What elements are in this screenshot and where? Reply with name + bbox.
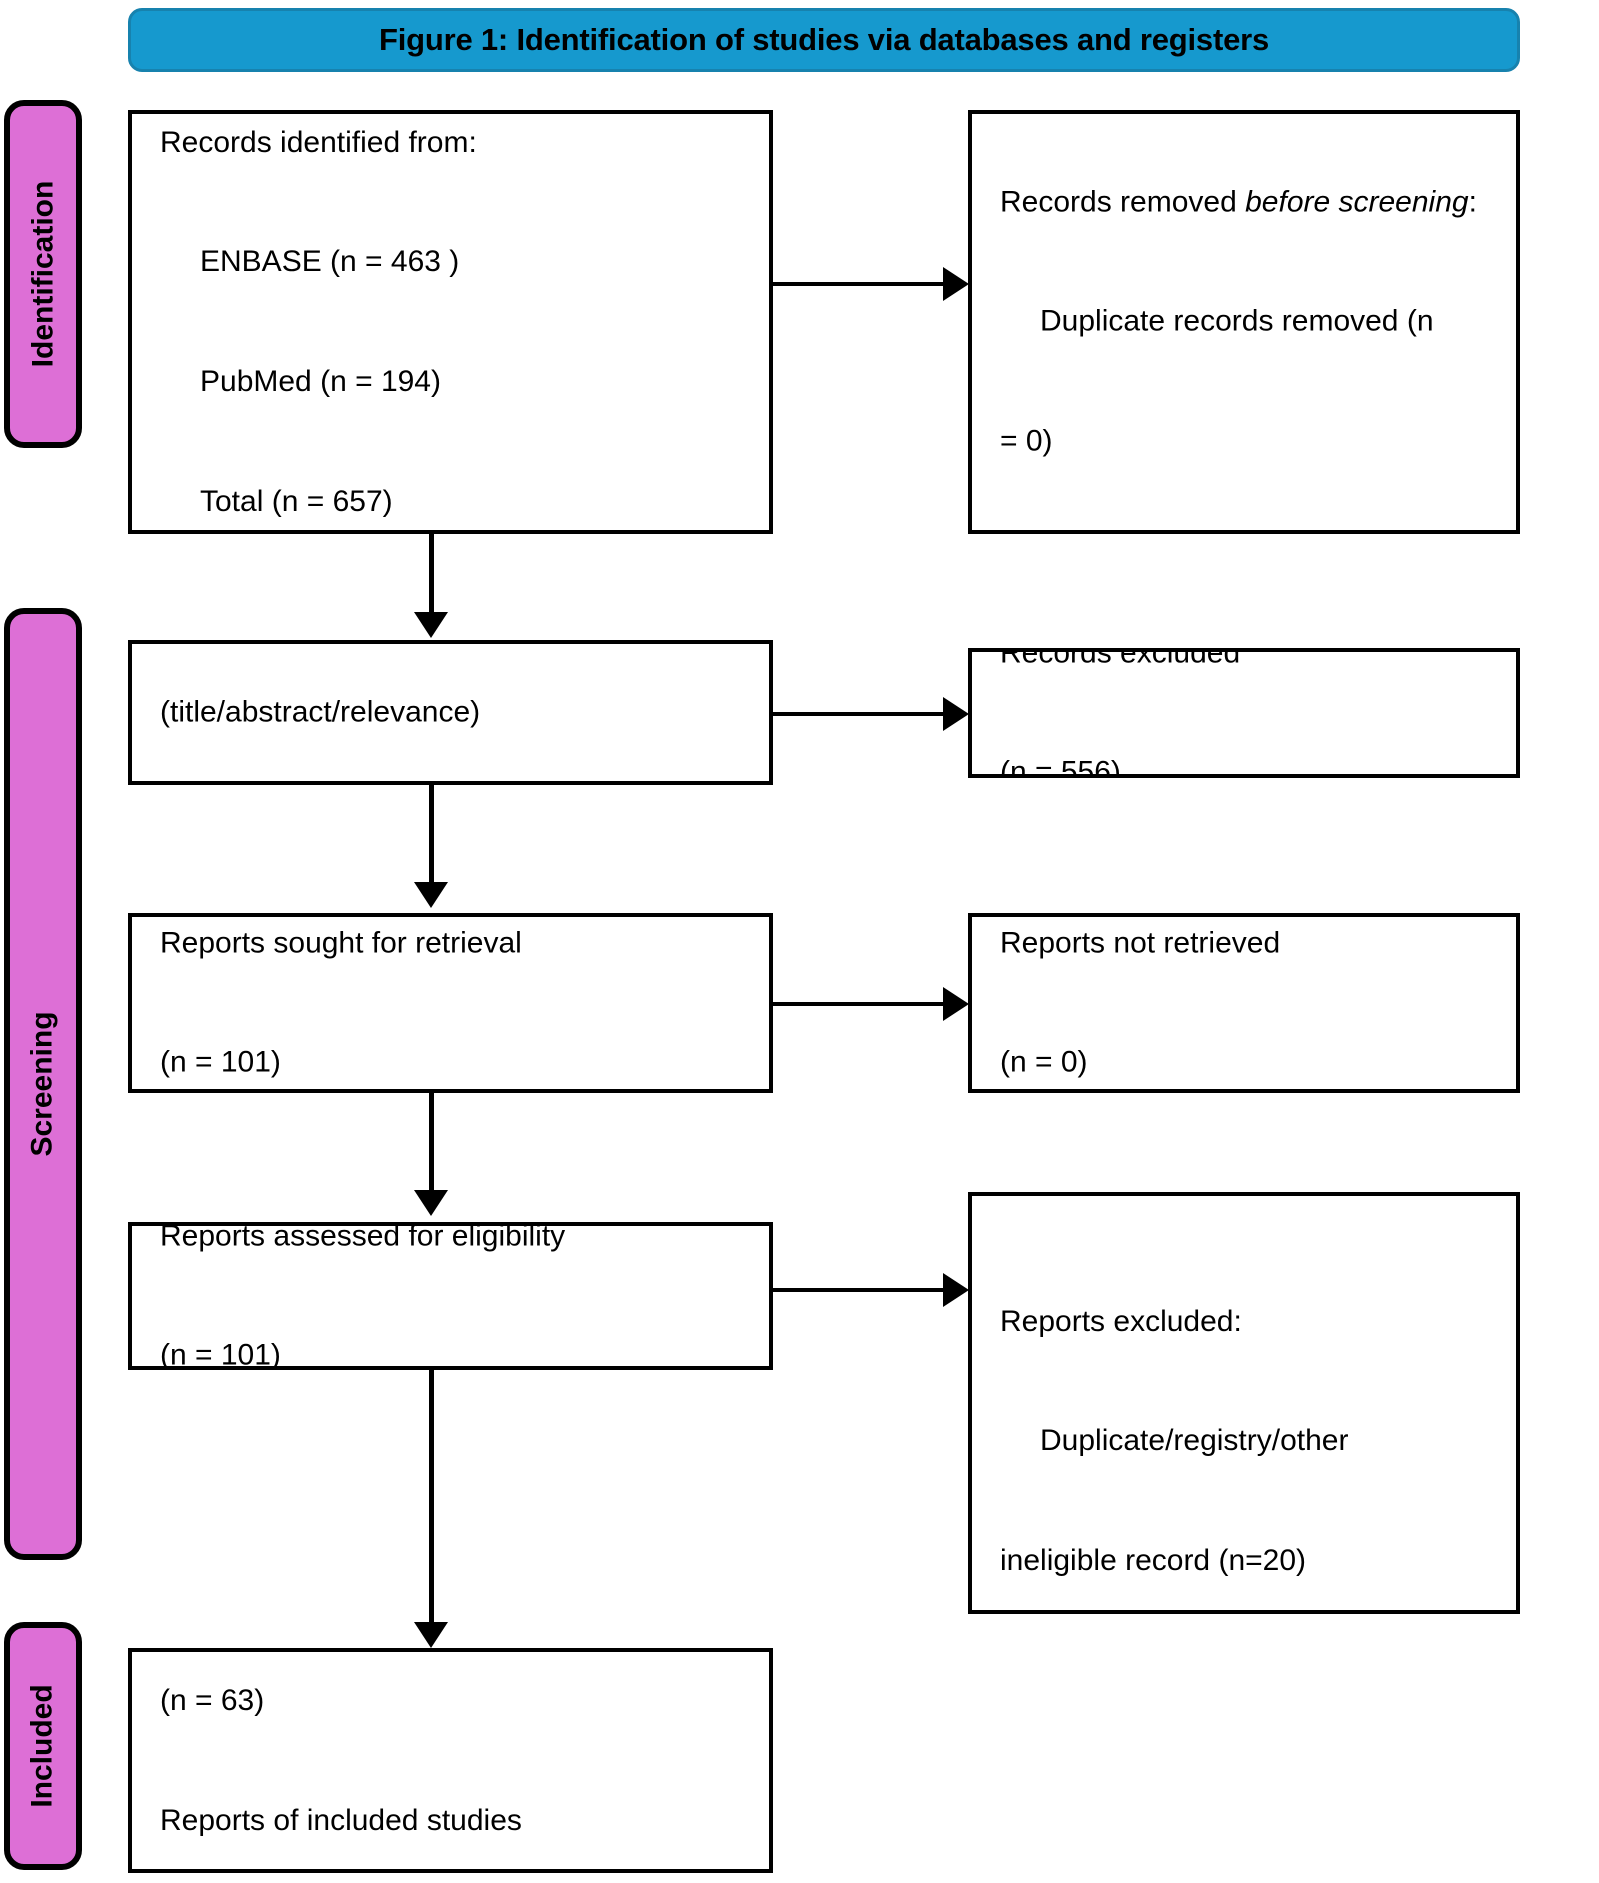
records-screened-box: Records screened (title/abstract/relevan… [128,640,773,785]
arrowhead-screened-to-excluded [943,697,969,731]
records-identified-line4: Total (n = 657) [200,484,393,518]
records-identified-box: Records identified from: ENBASE (n = 463… [128,110,773,534]
reports-not-retrieved-text: Reports not retrieved (n = 0) [1000,917,1506,1089]
arrowhead-screened-to-sought [414,882,448,908]
reports-assessed-line2: (n = 101) [160,1338,281,1370]
page-title: Figure 1: Identification of studies via … [378,22,1270,57]
records-excluded-text: Records excluded (n = 556) [1000,648,1506,778]
studies-included-text: Studies included in review (n = 63) Repo… [160,1652,759,1869]
arrowhead-sought-to-not-retrieved [943,987,969,1021]
arrowhead-sought-to-assessed [414,1190,448,1216]
arrowhead-assessed-to-included [414,1622,448,1648]
phase-label-screening: Screening [26,1011,59,1157]
records-removed-box: Records removed before screening: Duplic… [968,110,1520,534]
reports-sought-box: Reports sought for retrieval (n = 101) [128,913,773,1093]
records-removed-text: Records removed before screening: Duplic… [1000,114,1506,530]
records-screened-text: Records screened (title/abstract/relevan… [160,644,759,781]
reports-assessed-line1: Reports assessed for eligibility [160,1222,566,1253]
connector-identified-to-screened [429,534,434,616]
studies-included-box: Studies included in review (n = 63) Repo… [128,1648,773,1873]
records-excluded-line2: (n = 556) [1000,755,1121,778]
records-removed-line2: Duplicate records removed (n [1040,305,1434,339]
figure-title-banner: Figure 1: Identification of studies via … [128,8,1520,72]
phase-label-included: Included [26,1684,59,1808]
reports-excluded-line1: Reports excluded: [1000,1304,1242,1338]
phase-label-identification: Identification [26,180,60,368]
phase-bar-included: Included [4,1622,82,1870]
phase-bar-screening: Screening [4,608,82,1560]
records-removed-line1: Records removed before screening: [1000,185,1477,219]
reports-excluded-text: Reports excluded: Duplicate/registry/oth… [1000,1222,1506,1610]
arrowhead-identified-to-screened [414,612,448,638]
records-identified-line2: ENBASE (n = 463 ) [200,245,460,279]
records-identified-text: Records identified from: ENBASE (n = 463… [160,114,759,530]
arrowhead-assessed-to-excluded [943,1273,969,1307]
reports-excluded-line2: Duplicate/registry/other [1040,1424,1349,1458]
records-identified-line3: PubMed (n = 194) [200,364,441,398]
reports-not-retrieved-line2: (n = 0) [1000,1045,1088,1079]
reports-assessed-box: Reports assessed for eligibility (n = 10… [128,1222,773,1370]
reports-sought-text: Reports sought for retrieval (n = 101) [160,917,759,1089]
connector-assessed-to-included [429,1370,434,1625]
connector-identified-to-removed [773,282,943,286]
connector-screened-to-sought [429,785,434,885]
records-excluded-line1: Records excluded [1000,648,1241,670]
records-screened-line2: (title/abstract/relevance) [160,695,481,729]
records-identified-line1: Records identified from: [160,125,477,159]
reports-not-retrieved-line1: Reports not retrieved [1000,926,1281,960]
studies-included-line2: (n = 63) [160,1683,265,1717]
connector-sought-to-not-retrieved [773,1002,943,1006]
phase-bar-identification: Identification [4,100,82,448]
reports-assessed-text: Reports assessed for eligibility (n = 10… [160,1222,759,1370]
reports-excluded-line3: ineligible record (n=20) [1000,1544,1307,1578]
arrowhead-identified-to-removed [943,267,969,301]
reports-sought-line2: (n = 101) [160,1045,281,1079]
records-excluded-box: Records excluded (n = 556) [968,648,1520,778]
studies-included-line3: Reports of included studies [160,1803,522,1837]
connector-screened-to-excluded [773,712,943,716]
connector-sought-to-assessed [429,1093,434,1193]
reports-excluded-box: Reports excluded: Duplicate/registry/oth… [968,1192,1520,1614]
reports-not-retrieved-box: Reports not retrieved (n = 0) [968,913,1520,1093]
reports-sought-line1: Reports sought for retrieval [160,926,522,960]
records-removed-line3: = 0) [1000,424,1053,458]
connector-assessed-to-excluded [773,1288,943,1292]
